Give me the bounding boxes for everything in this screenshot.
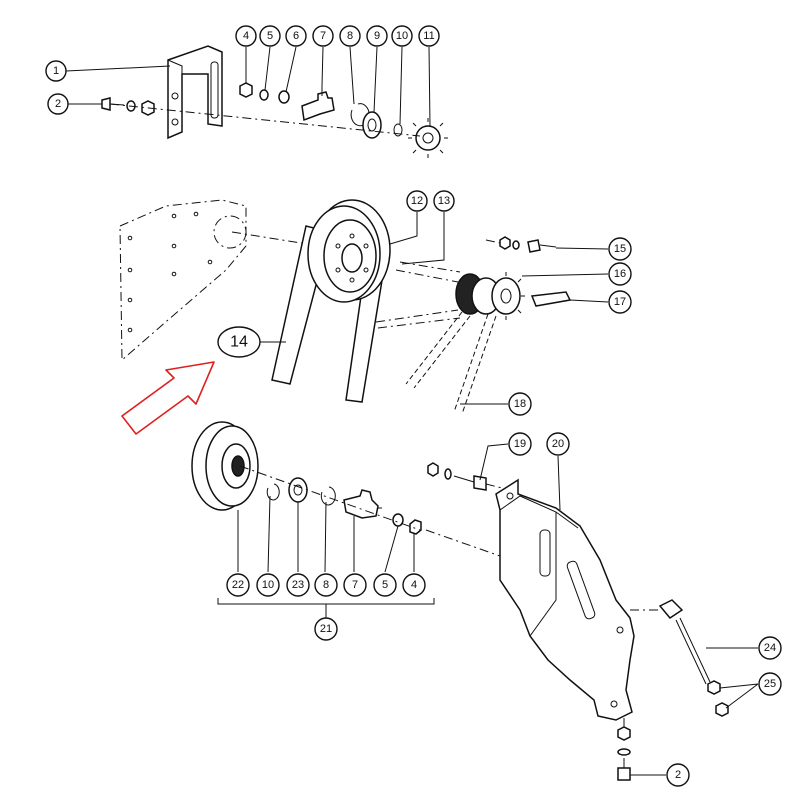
svg-text:12: 12 [411,195,423,207]
callout-labels: 1 2 4 5 6 7 8 9 10 11 12 13 14 15 16 17 … [45,25,782,787]
callout-4-bottom: 4 [402,573,426,597]
callout-8-bottom: 8 [314,573,338,597]
callout-25: 25 [758,672,782,696]
svg-text:10: 10 [396,30,408,42]
callout-11-top: 11 [418,25,440,47]
top-bracket-assembly [101,45,448,158]
svg-text:25: 25 [764,678,776,690]
svg-text:21: 21 [320,623,332,635]
callout-14: 14 [217,326,261,358]
svg-text:22: 22 [232,579,244,591]
svg-text:6: 6 [293,30,299,42]
plate-and-pulley-assembly [119,199,572,415]
svg-text:11: 11 [423,30,434,42]
callout-1-top: 1 [45,60,67,82]
svg-text:4: 4 [243,30,249,42]
svg-text:23: 23 [292,579,304,591]
svg-text:14: 14 [230,334,248,351]
callout-21: 21 [314,617,338,641]
svg-text:4: 4 [411,579,417,591]
leader-lines [65,46,759,776]
callout-22: 22 [226,573,250,597]
svg-text:9: 9 [374,30,380,42]
idler-pulley-assembly [191,421,422,535]
tensioner-bracket-assembly [425,462,729,781]
svg-text:24: 24 [764,642,776,654]
callout-9-top: 9 [366,25,388,47]
callout-8-top: 8 [339,25,361,47]
svg-text:13: 13 [438,195,450,207]
svg-text:20: 20 [552,438,564,450]
callout-6-top: 6 [285,25,307,47]
svg-text:7: 7 [320,30,326,42]
callout-10-bottom: 10 [256,573,280,597]
callout-7-top: 7 [312,25,334,47]
callout-4-top: 4 [235,25,257,47]
svg-text:15: 15 [614,243,626,255]
callout-5-top: 5 [259,25,281,47]
callout-2-bottom: 2 [666,763,690,787]
svg-text:8: 8 [323,579,329,591]
callout-17: 17 [608,290,632,314]
callout-15: 15 [608,237,632,261]
svg-text:5: 5 [382,579,388,591]
svg-text:10: 10 [262,579,274,591]
svg-text:2: 2 [675,769,681,781]
callout-7-bottom: 7 [343,573,367,597]
svg-text:8: 8 [347,30,353,42]
svg-text:7: 7 [352,579,358,591]
callout-16: 16 [608,262,632,286]
highlight-arrow-icon [121,361,215,435]
svg-text:19: 19 [514,438,526,450]
svg-text:17: 17 [614,296,626,308]
callout-24: 24 [758,636,782,660]
svg-text:2: 2 [55,98,61,110]
callout-23: 23 [286,573,310,597]
callout-12: 12 [406,190,428,212]
svg-text:16: 16 [614,268,626,280]
callout-5-bottom: 5 [373,573,397,597]
callout-13: 13 [433,190,455,212]
callout-2-top: 2 [47,93,69,115]
callout-18: 18 [508,392,532,416]
callout-20: 20 [546,432,570,456]
callout-19: 19 [508,432,532,456]
svg-text:5: 5 [267,30,273,42]
callout-10-top: 10 [391,25,413,47]
svg-text:1: 1 [53,65,59,77]
svg-text:18: 18 [514,398,526,410]
